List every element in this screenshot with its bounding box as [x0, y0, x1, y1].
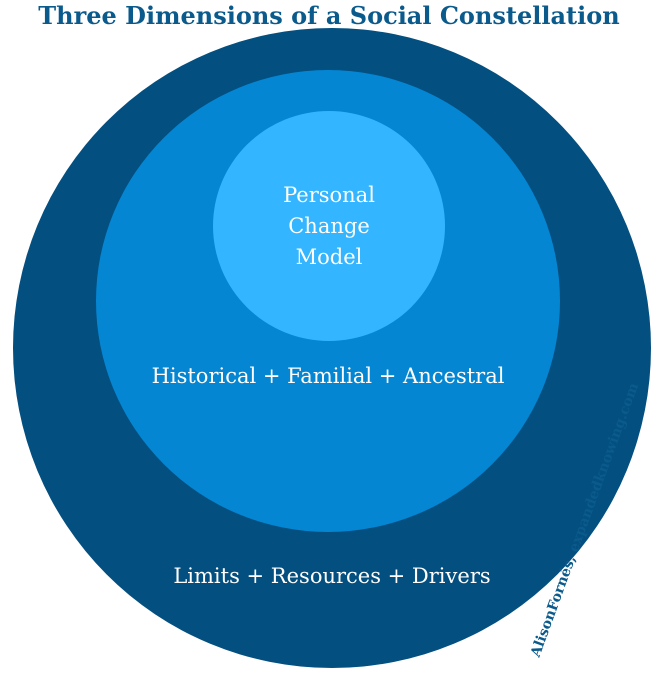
inner-label-line-3: Model: [295, 245, 363, 269]
middle-circle-label: Historical + Familial + Ancestral: [151, 364, 505, 388]
inner-circle: [213, 111, 445, 341]
outer-circle-label: Limits + Resources + Drivers: [173, 564, 491, 588]
inner-label-line-1: Personal: [283, 183, 375, 207]
inner-label-line-2: Change: [288, 214, 370, 238]
inner-circle-label: Personal Change Model: [213, 180, 445, 273]
diagram-title: Three Dimensions of a Social Constellati…: [38, 1, 620, 30]
